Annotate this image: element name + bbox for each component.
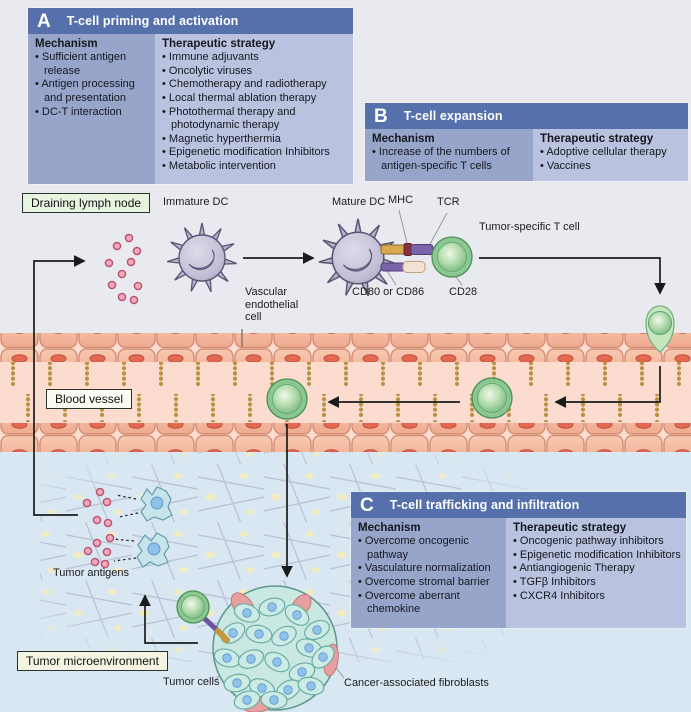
panel-b-mechanism-column: Mechanism Increase of the numbers of ant…	[365, 129, 533, 181]
bullet-item: Adoptive cellular therapy	[540, 146, 683, 160]
arrow-antigen-to-lymph-node	[33, 255, 86, 516]
arrow-tcell-to-vessel	[479, 257, 666, 295]
mhc-tcr-cd28-binding	[380, 243, 434, 273]
tumor-cells-label: Tumor cells	[163, 676, 220, 688]
draining-lymph-node-label: Draining lymph node	[22, 193, 151, 213]
vascular-endothelial-cell-label: Vascular endothelial cell	[245, 286, 299, 324]
t-cell-in-vessel-2	[266, 378, 308, 420]
blood-vessel-label: Blood vessel	[46, 389, 133, 409]
bullet-item: Antiangiogenic Therapy	[513, 562, 681, 576]
bullet-item: Overcome aberrant chemokine	[358, 590, 501, 617]
endothelium-top-row	[0, 333, 691, 362]
panel-b-strategy-column: Therapeutic strategy Adoptive cellular t…	[533, 129, 688, 181]
strategy-list: Adoptive cellular therapyVaccines	[540, 146, 683, 173]
endothelium-bottom-row	[0, 423, 691, 452]
bullet-item: DC-T interaction	[35, 106, 150, 120]
bullet-item: Sufficient antigen release	[35, 51, 150, 78]
strategy-list: Oncogenic pathway inhibitorsEpigenetic m…	[513, 535, 681, 603]
immature-dc-label: Immature DC	[163, 196, 229, 208]
mechanism-list: Overcome oncogenic pathwayVasculature no…	[358, 535, 501, 617]
mhc-label: MHC	[388, 194, 414, 206]
bullet-item: Vaccines	[540, 160, 683, 174]
tumor-cell-nuclei	[222, 602, 328, 705]
bullet-item: CXCR4 Inhibitors	[513, 590, 681, 604]
tumor-microenvironment-label: Tumor microenvironment	[17, 651, 168, 671]
panel-b-letter: B	[374, 105, 388, 127]
bullet-item: Antigen processing and presentation	[35, 78, 150, 105]
tumor-antigens-label: Tumor antigens	[53, 567, 130, 579]
panel-c-letter: C	[360, 494, 374, 516]
arrow-in-vessel-1	[554, 366, 661, 408]
strategy-title: Therapeutic strategy	[513, 522, 627, 534]
panel-a-mechanism-column: Mechanism Sufficient antigen releaseAnti…	[28, 34, 155, 184]
mechanism-title: Mechanism	[35, 38, 98, 50]
bullet-item: Overcome oncogenic pathway	[358, 535, 501, 562]
strategy-title: Therapeutic strategy	[540, 133, 654, 145]
bullet-item: TGFβ Inhibitors	[513, 576, 681, 590]
panel-c: C T-cell trafficking and infiltration Me…	[351, 492, 686, 628]
bullet-item: Immune adjuvants	[162, 51, 348, 65]
mechanism-list: Increase of the numbers of antigen-speci…	[372, 146, 528, 173]
cd28-label: CD28	[449, 286, 478, 298]
panel-b-header: B T-cell expansion	[365, 103, 688, 129]
panel-c-title: T-cell trafficking and infiltration	[389, 498, 580, 512]
panel-c-mechanism-column: Mechanism Overcome oncogenic pathwayVasc…	[351, 518, 506, 628]
tumor-specific-t-cell-label: Tumor-specific T cell	[479, 221, 580, 233]
adhesion-molecules-top	[0, 361, 691, 390]
bullet-item: Local thermal ablation therapy	[162, 92, 348, 106]
panel-a-letter: A	[37, 10, 51, 32]
t-cell-attacking-tumor	[176, 590, 230, 643]
bullet-item: Epigenetic modification Inhibitors	[162, 146, 348, 160]
tcr-label: TCR	[437, 196, 460, 208]
bullet-item: Oncogenic pathway inhibitors	[513, 535, 681, 549]
bullet-item: Magnetic hyperthermia	[162, 133, 348, 147]
blood-vessel-wall	[0, 333, 691, 452]
strategy-title: Therapeutic strategy	[162, 38, 276, 50]
panel-c-header: C T-cell trafficking and infiltration	[351, 492, 686, 518]
bullet-item: Photothermal therapy and photodynamic th…	[162, 106, 348, 133]
mechanism-list: Sufficient antigen releaseAntigen proces…	[35, 51, 150, 119]
bullet-item: Overcome stromal barrier	[358, 576, 501, 590]
arrow-antigen-release	[139, 594, 198, 644]
panel-a-strategy-column: Therapeutic strategy Immune adjuvantsOnc…	[155, 34, 353, 184]
panel-a-header: A T-cell priming and activation	[28, 8, 353, 34]
bullet-item: Metabolic intervention	[162, 160, 348, 174]
bullet-item: Increase of the numbers of antigen-speci…	[372, 146, 528, 173]
panel-a: A T-cell priming and activation Mechanis…	[28, 8, 353, 184]
bullet-item: Epigenetic modification Inhibitors	[513, 549, 681, 563]
panel-b: B T-cell expansion Mechanism Increase of…	[365, 103, 688, 181]
dying-tumor-cells	[112, 486, 173, 568]
mechanism-title: Mechanism	[358, 522, 421, 534]
panel-c-strategy-column: Therapeutic strategy Oncogenic pathway i…	[506, 518, 686, 628]
flow-arrows	[33, 252, 666, 644]
tumor-mass	[212, 585, 339, 712]
t-cell-in-vessel-1	[471, 377, 513, 419]
cancer-associated-fibroblasts-label: Cancer-associated fibroblasts	[344, 677, 489, 689]
bullet-item: Chemotherapy and radiotherapy	[162, 78, 348, 92]
mechanism-title: Mechanism	[372, 133, 435, 145]
cd80-cd86-label: CD80 or CD86	[352, 286, 425, 298]
bullet-item: Vasculature normalization	[358, 562, 501, 576]
mature-dc-label: Mature DC	[332, 196, 386, 208]
t-cell-transmigrating	[645, 305, 675, 353]
panel-a-title: T-cell priming and activation	[66, 14, 239, 28]
strategy-list: Immune adjuvantsOncolytic virusesChemoth…	[162, 51, 348, 174]
tumor-specific-t-cell	[431, 236, 473, 278]
antigen-dots-lymph-node	[104, 233, 143, 305]
antigen-dots-tumor	[82, 487, 115, 569]
bullet-item: Oncolytic viruses	[162, 65, 348, 79]
panel-b-title: T-cell expansion	[403, 109, 503, 123]
